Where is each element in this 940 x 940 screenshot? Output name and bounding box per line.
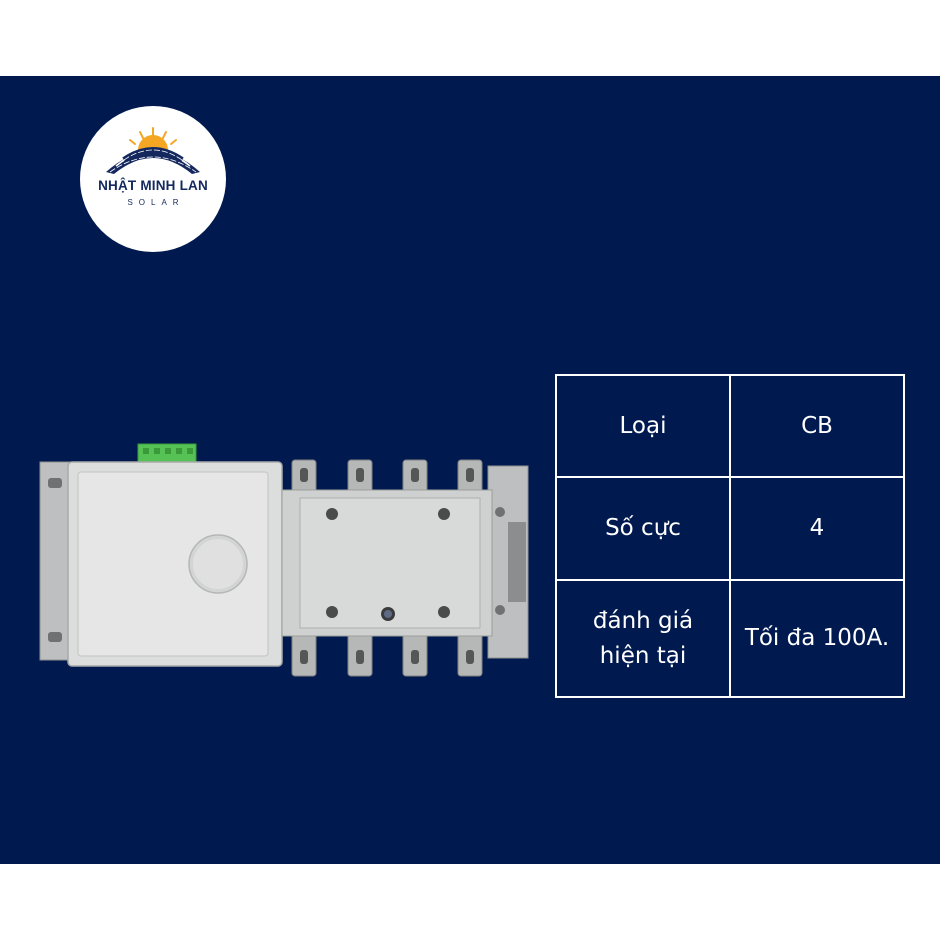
brand-name: NHẬT MINH LAN: [98, 178, 208, 193]
spec-value-type: CB: [729, 374, 905, 478]
brand-subtitle: SOLAR: [127, 198, 185, 207]
table-row: Số cực 4: [555, 476, 905, 581]
solar-panel-sun-icon: [106, 127, 200, 174]
spec-label-current-rating: đánh giá hiện tại: [555, 579, 731, 698]
spec-value-poles: 4: [729, 476, 905, 581]
circuit-breaker-switch-image: [39, 443, 529, 677]
spec-label-poles: Số cực: [555, 476, 731, 581]
spec-value-current-rating: Tối đa 100A.: [729, 579, 905, 698]
spec-table: Loại CB Số cực 4 đánh giá hiện tại Tối đ…: [555, 374, 905, 698]
spec-label-type: Loại: [555, 374, 731, 478]
brand-logo: NHẬT MINH LAN SOLAR: [80, 106, 226, 252]
table-row: đánh giá hiện tại Tối đa 100A.: [555, 579, 905, 698]
table-row: Loại CB: [555, 374, 905, 478]
